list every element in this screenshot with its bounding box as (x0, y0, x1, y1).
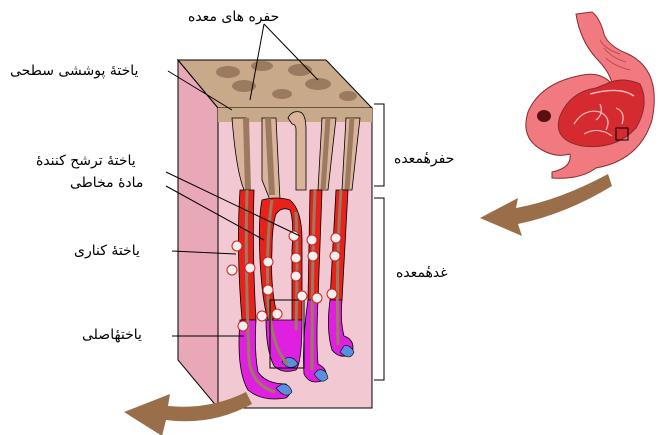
curved-arrow-icon (480, 174, 612, 236)
label-chief-cell: یاختهٔاصلی (82, 326, 142, 344)
label-parietal-cell: یاختهٔ کناری (74, 242, 140, 260)
label-gastric-pits: حفره های معده (188, 8, 279, 26)
label-surface-mucous-cell: یاختهٔ پوششی سطحی (10, 62, 138, 80)
stomach-illustration (526, 12, 654, 178)
label-pit-region: حفرهٔمعده (394, 150, 454, 168)
label-mucous-neck-cell-line1: یاختهٔ ترشح کنندهٔ (36, 152, 136, 170)
curved-arrow-icon (124, 392, 252, 435)
label-gland-region: غدهٔمعده (396, 264, 448, 282)
region-brackets (374, 104, 384, 380)
label-mucous-neck-cell-line2: مادهٔ مخاطی (70, 174, 143, 192)
